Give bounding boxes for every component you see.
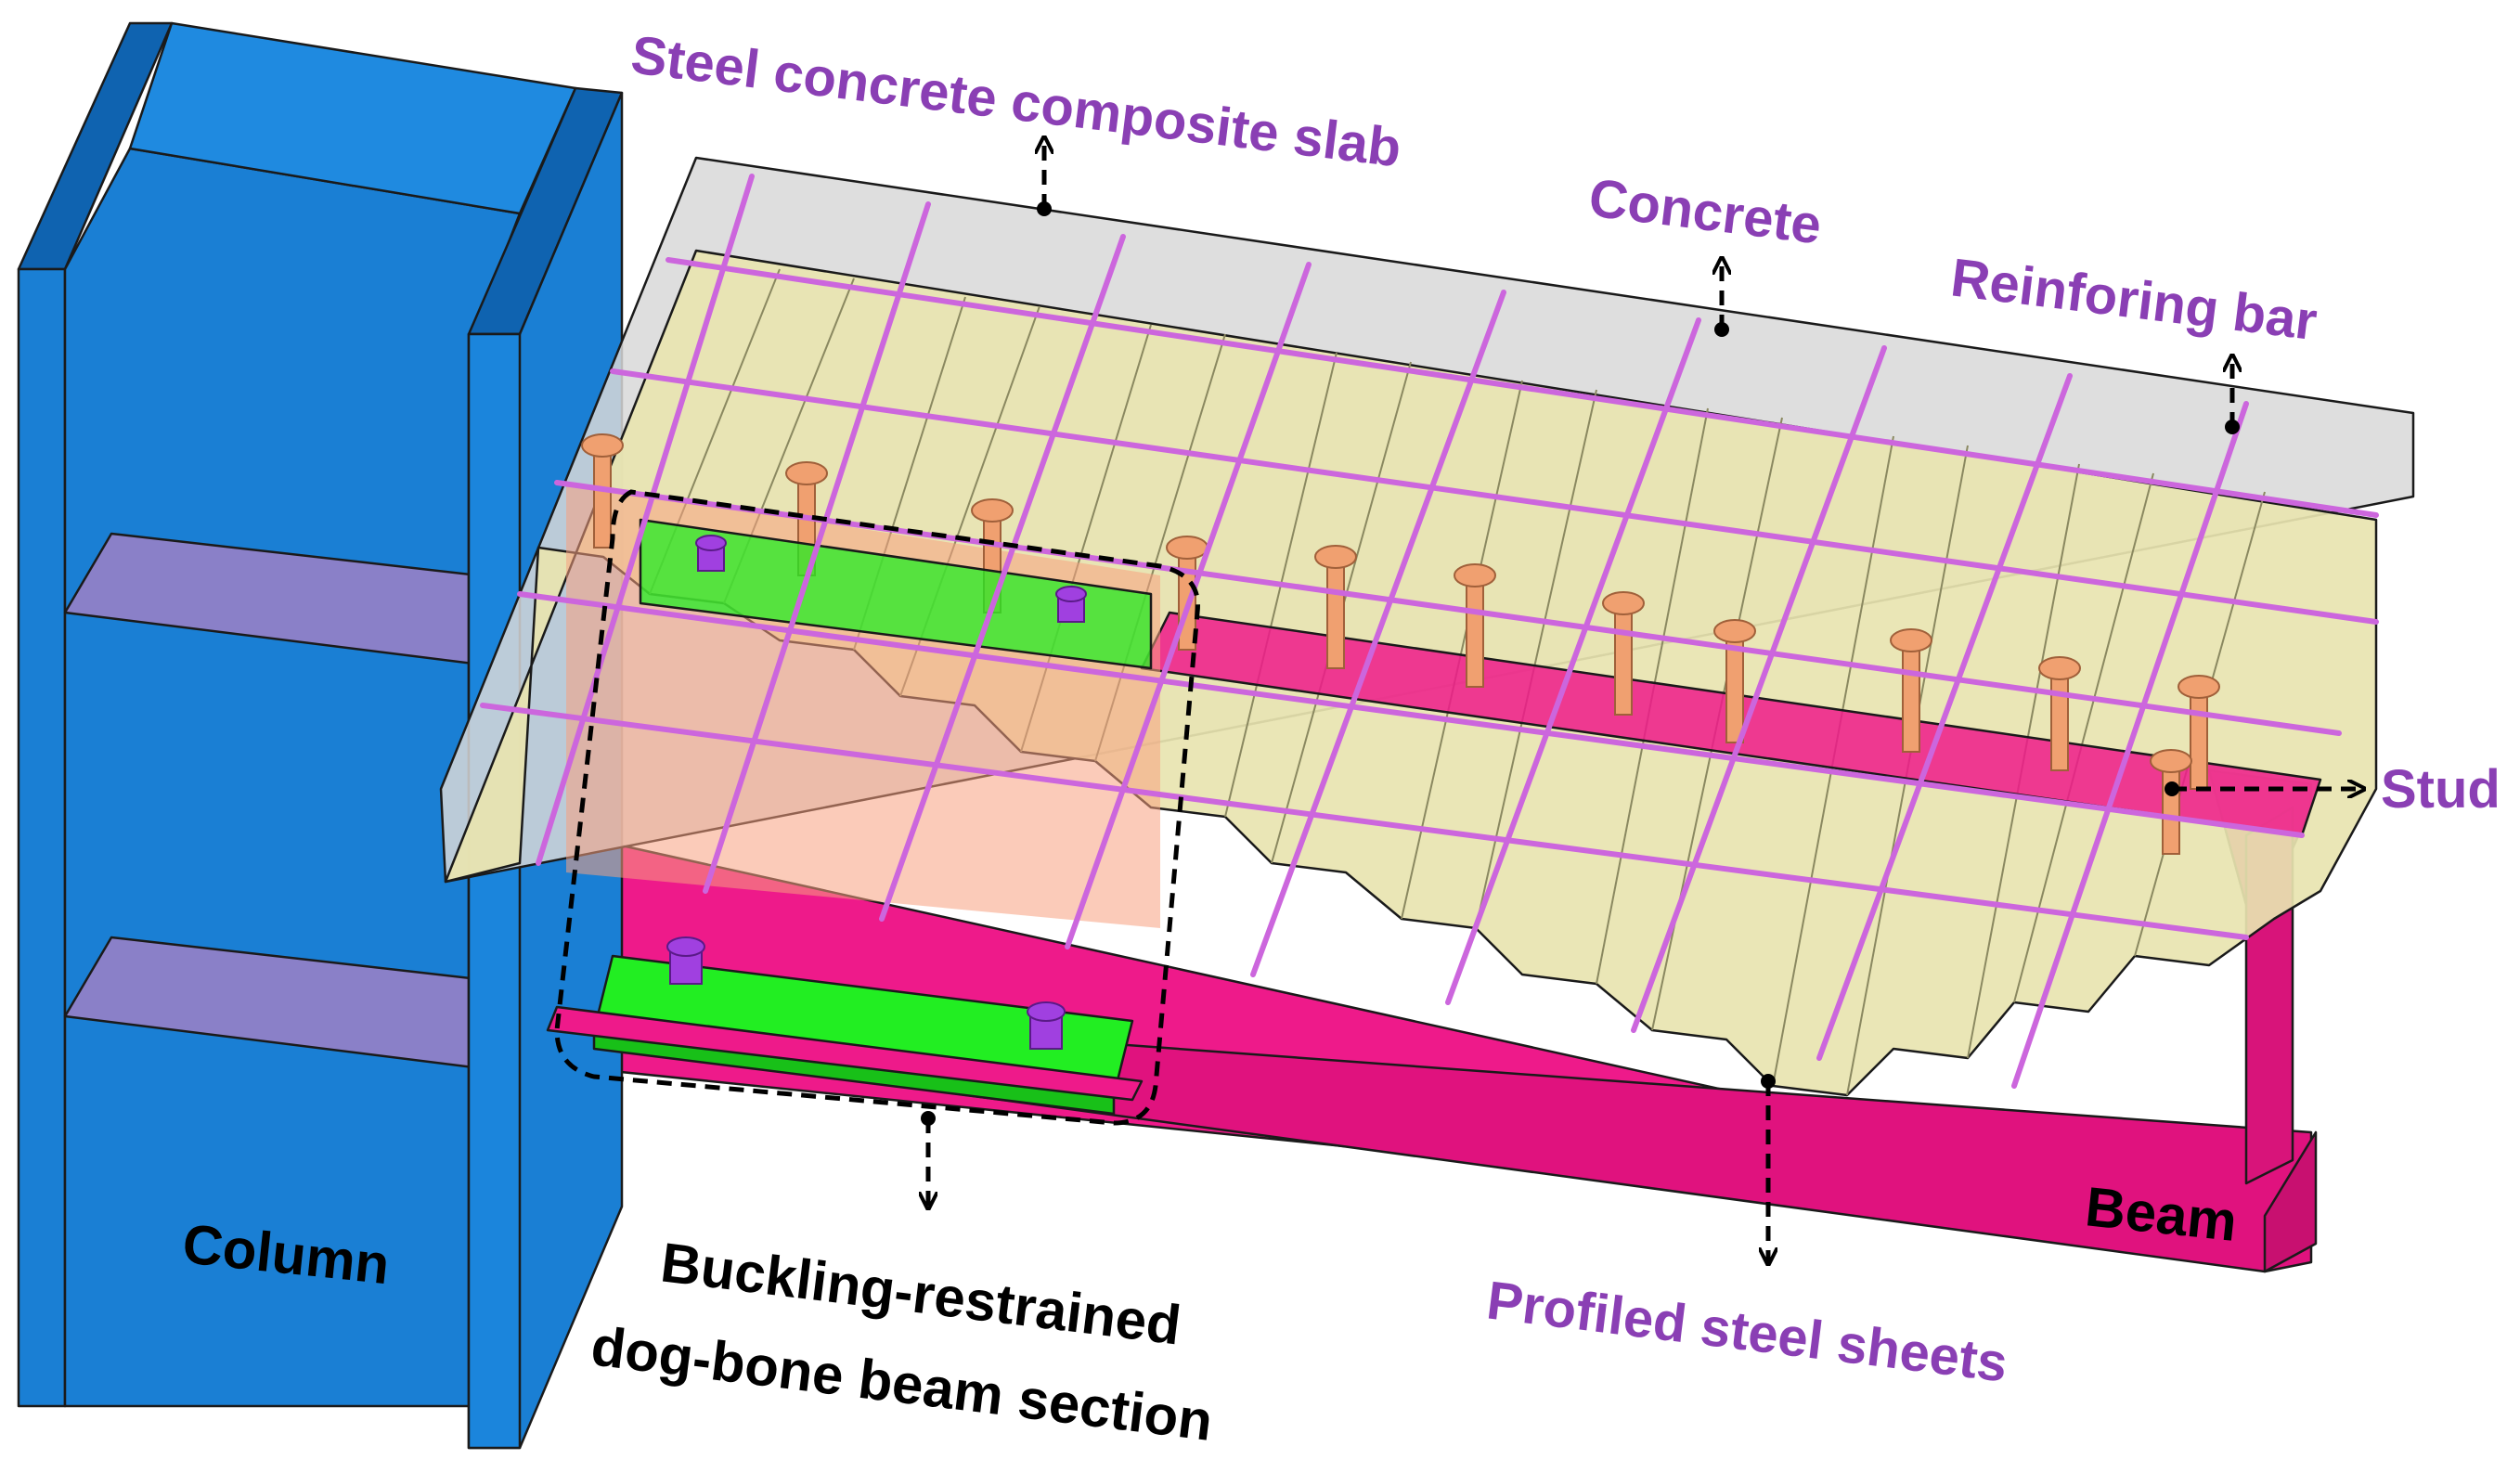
shear-studs xyxy=(581,433,2220,855)
restrainer-upper-plate xyxy=(639,518,1153,670)
label-composite-slab: Steel concrete composite slab xyxy=(627,24,1404,178)
reinforcing-bar-leader xyxy=(2225,357,2240,434)
label-stud: Stud xyxy=(2381,759,2501,820)
bolt xyxy=(695,535,727,572)
sheet-corrugations xyxy=(649,268,2266,1096)
profiled-sheets-leader xyxy=(1761,1074,1776,1262)
stud xyxy=(1713,619,1756,743)
reinforcing-bars xyxy=(480,174,2379,1089)
label-reinforcing-bar: Reinforing bar xyxy=(1947,247,2320,352)
label-concrete: Concrete xyxy=(1585,167,1824,255)
stud xyxy=(1314,545,1357,669)
buckling-restrainer xyxy=(546,518,1153,1116)
column-back-flange xyxy=(17,267,67,1408)
bolt xyxy=(666,936,705,985)
bolt xyxy=(1027,1001,1066,1050)
steel-column xyxy=(17,21,624,1450)
buckling-leader xyxy=(921,1111,936,1207)
dog-bone-region-outline xyxy=(554,489,1200,1126)
stud xyxy=(581,433,624,549)
column-front-flange-face xyxy=(467,332,522,1450)
bolts xyxy=(666,535,1087,1050)
stud xyxy=(1454,563,1496,688)
concrete-leader xyxy=(1714,260,1729,337)
label-profiled-sheets: Profiled steel sheets xyxy=(1483,1270,2010,1393)
beam-end-face xyxy=(2263,1130,2318,1273)
bolt xyxy=(1055,586,1087,623)
dog-bone-flange xyxy=(546,1005,1144,1102)
stud xyxy=(1890,628,1932,753)
stud-leader xyxy=(2165,781,2362,796)
leader-lines xyxy=(921,139,2362,1262)
composite-slab-leader xyxy=(1037,139,1052,216)
